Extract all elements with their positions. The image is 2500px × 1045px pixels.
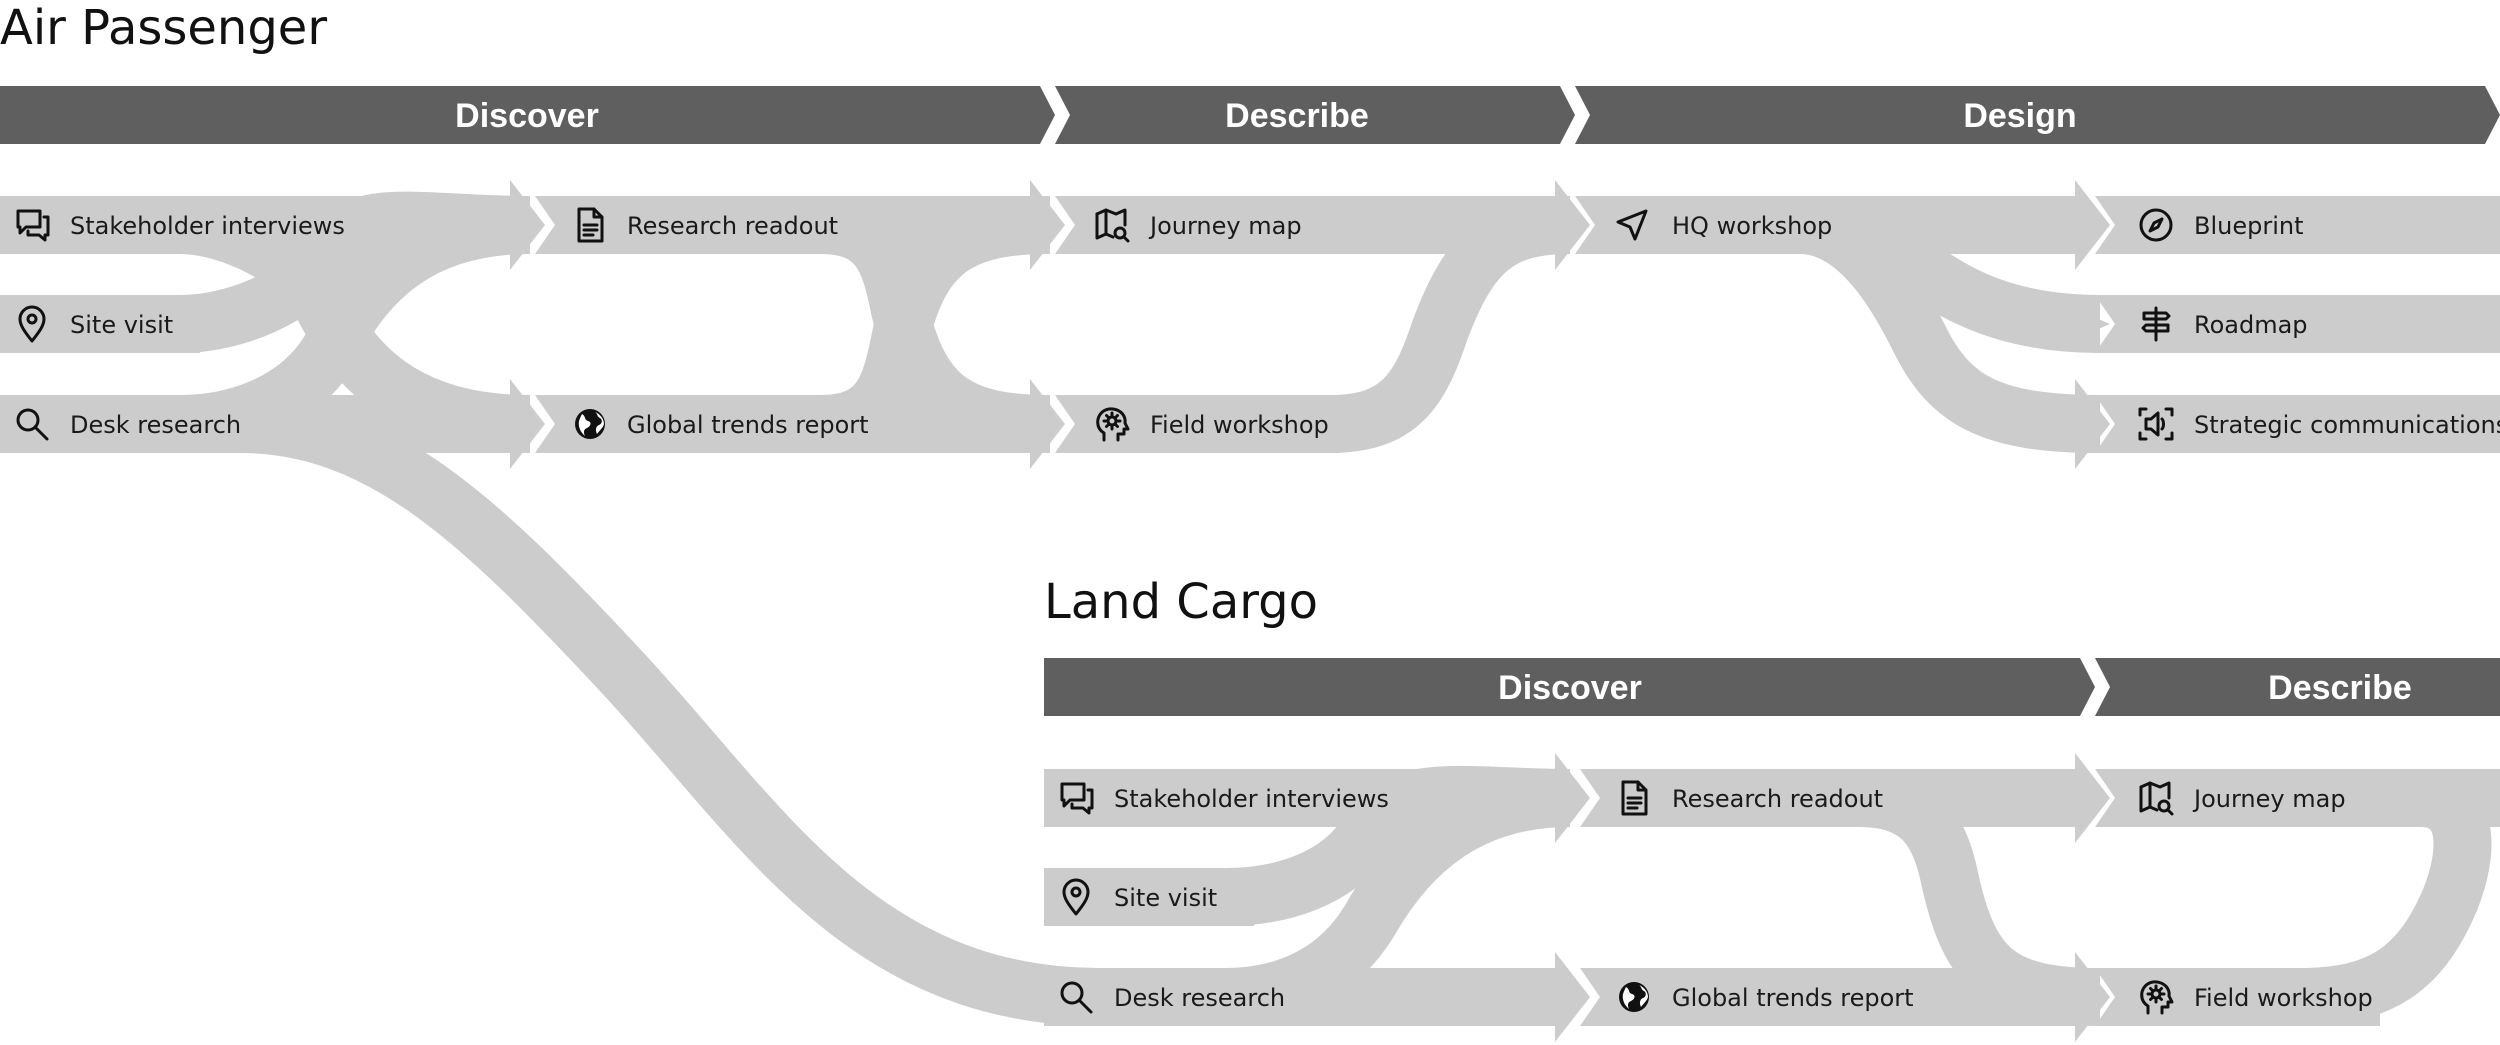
node-label: Site visit — [1114, 884, 1217, 912]
node-field-workshop[interactable]: Field workshop — [1055, 395, 1340, 453]
node-label: Research readout — [627, 212, 838, 240]
arrow-tip-comms — [2075, 379, 2110, 469]
node-journey-map[interactable]: Journey map — [1055, 180, 1590, 270]
arrow-tip-roadmap — [2075, 309, 2110, 339]
node-global-trends-report[interactable]: Global trends report — [535, 379, 1065, 469]
node-field-workshop[interactable]: Field workshop — [2095, 968, 2380, 1026]
phase-label-discover: Discover — [455, 97, 599, 135]
node-label: HQ workshop — [1672, 212, 1832, 240]
node-label: Global trends report — [1672, 984, 1914, 1012]
node-research-readout[interactable]: Research readout — [1580, 753, 2110, 843]
flow-lc-journey-map-to-field — [2299, 769, 2492, 1026]
node-research-readout[interactable]: Research readout — [535, 180, 1065, 270]
node-label: Journey map — [1148, 212, 1302, 240]
node-journey-map[interactable]: Journey map — [2095, 769, 2500, 827]
node-roadmap[interactable]: Roadmap — [2095, 295, 2500, 353]
phase-label-describe: Describe — [2268, 669, 2412, 707]
node-label: Journey map — [2192, 785, 2346, 813]
node-site-visit[interactable]: Site visit — [0, 295, 200, 353]
section-title: Air Passenger — [0, 0, 327, 56]
node-label: Desk research — [1114, 984, 1285, 1012]
flow-lc-readout-to-field-workshop — [1858, 769, 2101, 1026]
phase-design — [1575, 86, 2500, 144]
node-label: Stakeholder interviews — [70, 212, 345, 240]
node-desk-research[interactable]: Desk research — [0, 379, 545, 469]
node-hq-workshop[interactable]: HQ workshop — [1575, 180, 2110, 270]
phase-label-design: Design — [1963, 97, 2076, 135]
node-desk-research[interactable]: Desk research — [1044, 952, 1590, 1042]
phase-band: Discover Describe — [1044, 658, 2500, 716]
node-label: Global trends report — [627, 411, 869, 439]
phase-band: Discover Describe Design — [0, 86, 2500, 144]
flow-field-workshop-to-hq — [1329, 196, 1571, 453]
globe-icon — [1619, 982, 1649, 1012]
phase-discover — [0, 86, 1055, 144]
node-site-visit[interactable]: Site visit — [1044, 868, 1254, 926]
node-stakeholder-interviews[interactable]: Stakeholder interviews — [0, 180, 545, 270]
node-label: Desk research — [70, 411, 241, 439]
node-strategic-communications[interactable]: Strategic communications — [2095, 395, 2500, 453]
node-label: Strategic communications — [2194, 411, 2500, 439]
node-label: Field workshop — [2194, 984, 2373, 1012]
node-label: Site visit — [70, 311, 173, 339]
phase-label-discover: Discover — [1498, 669, 1642, 707]
globe-icon — [575, 409, 605, 439]
node-global-trends-report[interactable]: Global trends report — [1580, 952, 2110, 1042]
section-title: Land Cargo — [1044, 574, 1318, 630]
node-label: Blueprint — [2194, 212, 2304, 240]
flow-ap-desk-to-lc-desk — [239, 395, 1101, 1026]
section-air-passenger: Air Passenger Discover Describe Design S… — [0, 0, 2500, 469]
node-stakeholder-interviews[interactable]: Stakeholder interviews — [1044, 753, 1590, 843]
phase-describe — [1055, 86, 1575, 144]
node-label: Roadmap — [2194, 311, 2308, 339]
node-label: Research readout — [1672, 785, 1883, 813]
node-blueprint[interactable]: Blueprint — [2095, 196, 2500, 254]
phase-discover — [1044, 658, 2095, 716]
phase-describe — [2095, 658, 2500, 716]
node-label: Stakeholder interviews — [1114, 785, 1389, 813]
section-land-cargo: Land Cargo Discover Describe Stakeholder… — [1044, 574, 2500, 1042]
phase-label-describe: Describe — [1225, 97, 1369, 135]
node-label: Field workshop — [1150, 411, 1329, 439]
